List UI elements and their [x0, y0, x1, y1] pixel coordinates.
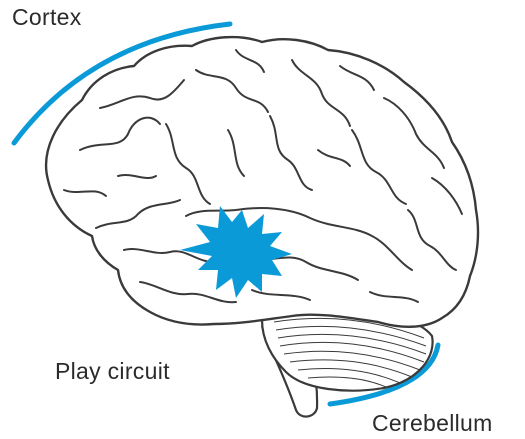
play-circuit-label: Play circuit	[55, 358, 170, 385]
cerebrum-outline	[46, 37, 478, 327]
cortex-label: Cortex	[12, 4, 82, 31]
cerebellum-label: Cerebellum	[372, 410, 493, 437]
